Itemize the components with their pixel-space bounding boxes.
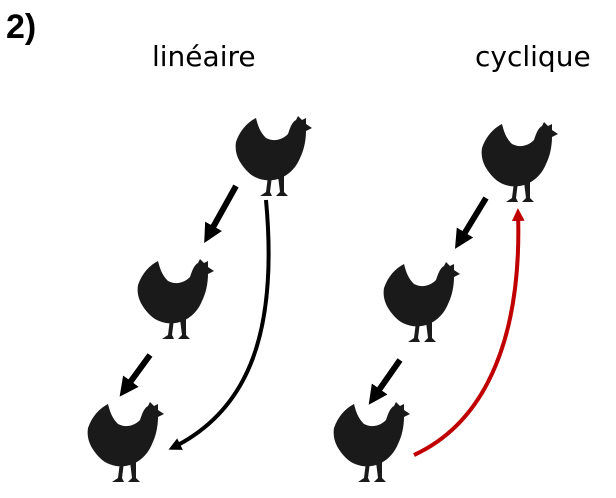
arrow-bottom-to-top-cyclic [413, 208, 525, 457]
hen-middle-linear-icon [137, 259, 214, 339]
hen-middle-cyclic-icon [383, 262, 460, 342]
hen-top-linear-icon [235, 116, 312, 196]
arrow-top-to-bottom-linear [168, 199, 271, 450]
panel-label: 2) [6, 8, 37, 46]
hen-bottom-cyclic-icon [333, 402, 410, 482]
hen-top-cyclic-icon [481, 122, 558, 202]
arrow-middle-to-bottom-cyclic [368, 358, 403, 405]
arrow-middle-to-bottom-linear [119, 353, 153, 397]
heading-linear: linéaire [152, 40, 256, 73]
heading-cyclic: cyclique [475, 40, 591, 73]
hen-bottom-linear-icon [87, 402, 164, 482]
arrow-top-to-middle-cyclic [455, 196, 489, 249]
arrow-top-to-middle-linear [204, 184, 239, 244]
